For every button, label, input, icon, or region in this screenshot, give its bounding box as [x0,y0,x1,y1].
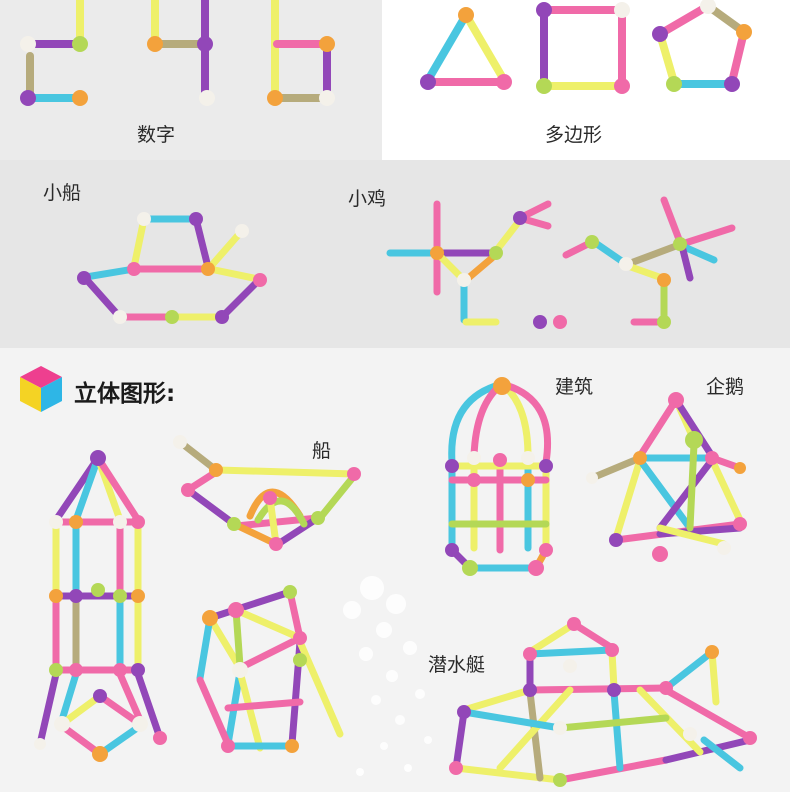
boat-chick-panel: 小船 小鸡 [0,160,790,348]
polygons-label: 多边形 [545,124,603,146]
isometric-cube-icon [20,366,62,412]
digits-panel: 数字 [0,0,382,160]
building-label: 建筑 [555,376,594,398]
boat-label: 小船 [43,182,82,204]
polygons-figure [420,0,752,94]
polygons-panel: 多边形 [382,0,790,160]
submarine-label: 潜水艇 [428,654,486,676]
penguin-label: 企鹅 [706,376,745,398]
digits-label: 数字 [137,124,176,146]
ship-label: 船 [312,440,332,462]
chick-label: 小鸡 [348,188,387,210]
solid-shapes-panel: 立体图形: 船 建筑 企鹅 潜水艇 [0,348,790,792]
solid-shapes-heading: 立体图形: [74,381,176,407]
boat-chick-figure [77,196,736,329]
solid-shapes-figure [34,377,757,787]
digits-figure [20,0,335,106]
